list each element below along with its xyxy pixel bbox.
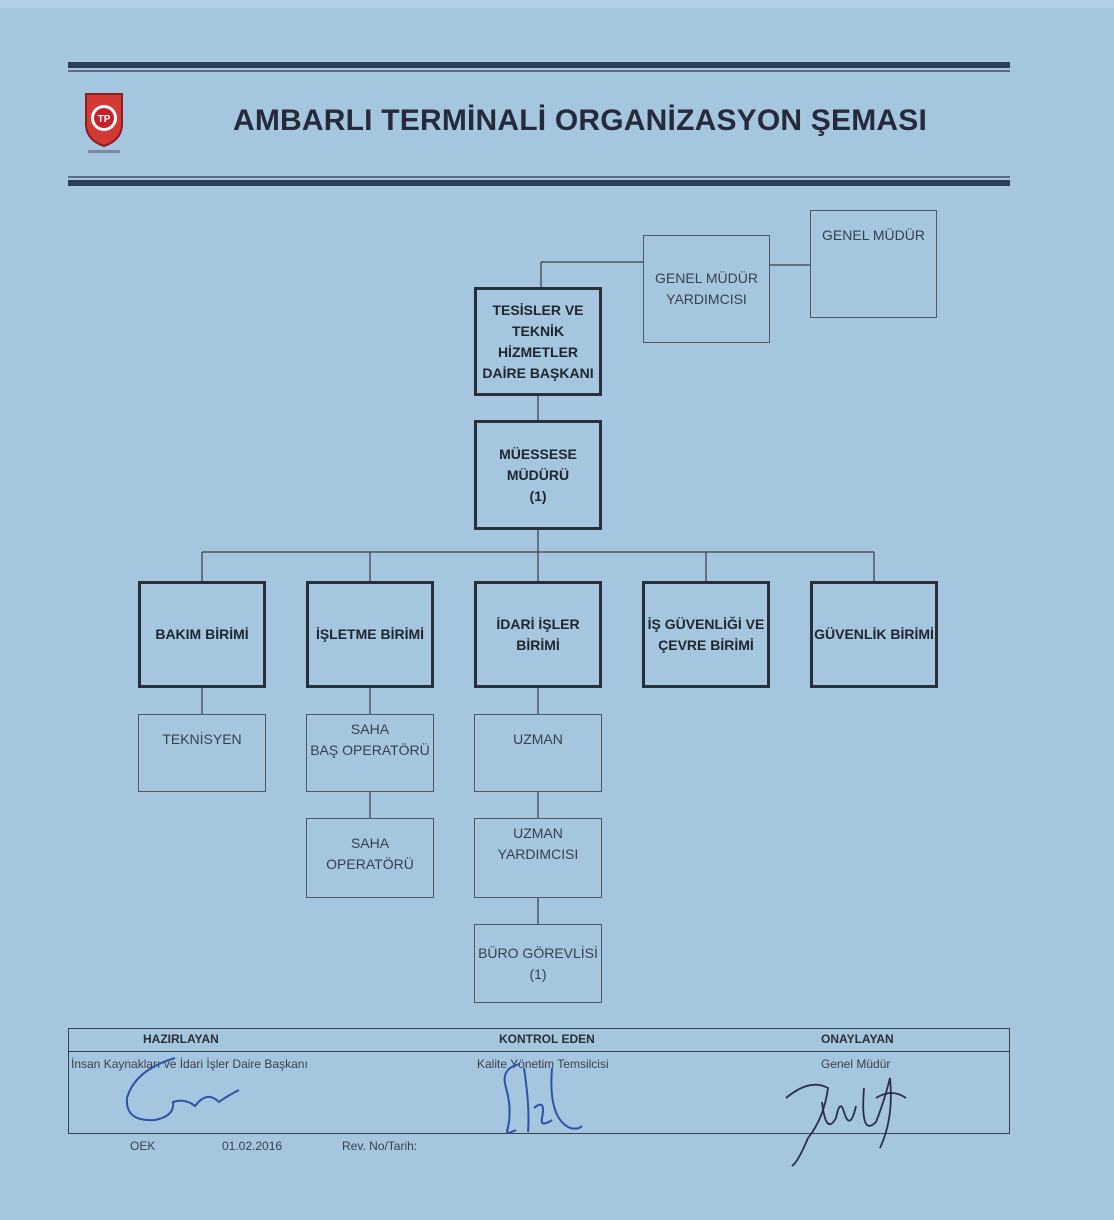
page-top-edge [0,0,1114,8]
prepared-by-role: İnsan Kaynakları ve İdari İşler Daire Ba… [71,1057,308,1071]
signature-prepared [125,1057,240,1122]
footer-date: 01.02.2016 [222,1139,283,1153]
node-muessese-muduru: MÜESSESE MÜDÜRÜ (1) [474,420,602,530]
node-teknisyen: TEKNİSYEN [138,714,266,792]
prepared-by-heading: HAZIRLAYAN [143,1032,219,1046]
node-guvenlik-birimi: GÜVENLİK BİRİMİ [810,581,938,688]
header-top-rule [68,62,1010,68]
node-isletme-birimi: İŞLETME BİRİMİ [306,581,434,688]
approved-by-role: Genel Müdür [821,1057,891,1071]
signature-table-divider [69,1051,1009,1052]
footer-revision: Rev. No/Tarih: [342,1139,418,1153]
logo-text: TP [98,114,111,125]
node-is-guvenligi-birimi: İŞ GÜVENLİĞİ VE ÇEVRE BİRİMİ [642,581,770,688]
node-idari-isler-birimi: İDARİ İŞLER BİRİMİ [474,581,602,688]
node-buro-gorevlisi: BÜRO GÖREVLİSİ (1) [474,924,602,1003]
page-title: AMBARLI TERMİNALİ ORGANİZASYON ŞEMASI [232,104,928,137]
approved-by-heading: ONAYLAYAN [821,1032,894,1046]
node-daire-baskani: TESİSLER VE TEKNİK HİZMETLER DAİRE BAŞKA… [474,287,602,396]
node-uzman-yardimcisi: UZMAN YARDIMCISI [474,818,602,898]
signature-approved [785,1077,907,1167]
header-top-rule-thin [68,70,1010,72]
tp-logo: TP [82,90,126,156]
checked-by-heading: KONTROL EDEN [499,1032,595,1046]
node-uzman: UZMAN [474,714,602,792]
node-genel-mudur-yardimcisi: GENEL MÜDÜR YARDIMCISI [643,235,770,343]
signature-checked [503,1063,583,1134]
node-saha-bas-operatoru: SAHA BAŞ OPERATÖRÜ [306,714,434,792]
node-bakim-birimi: BAKIM BİRİMİ [138,581,266,688]
node-saha-operatoru: SAHA OPERATÖRÜ [306,818,434,898]
footer-code: OEK [130,1139,156,1153]
node-genel-mudur: GENEL MÜDÜR [810,210,937,318]
header-bottom-rule-thin [68,176,1010,178]
header-bottom-rule [68,180,1010,186]
